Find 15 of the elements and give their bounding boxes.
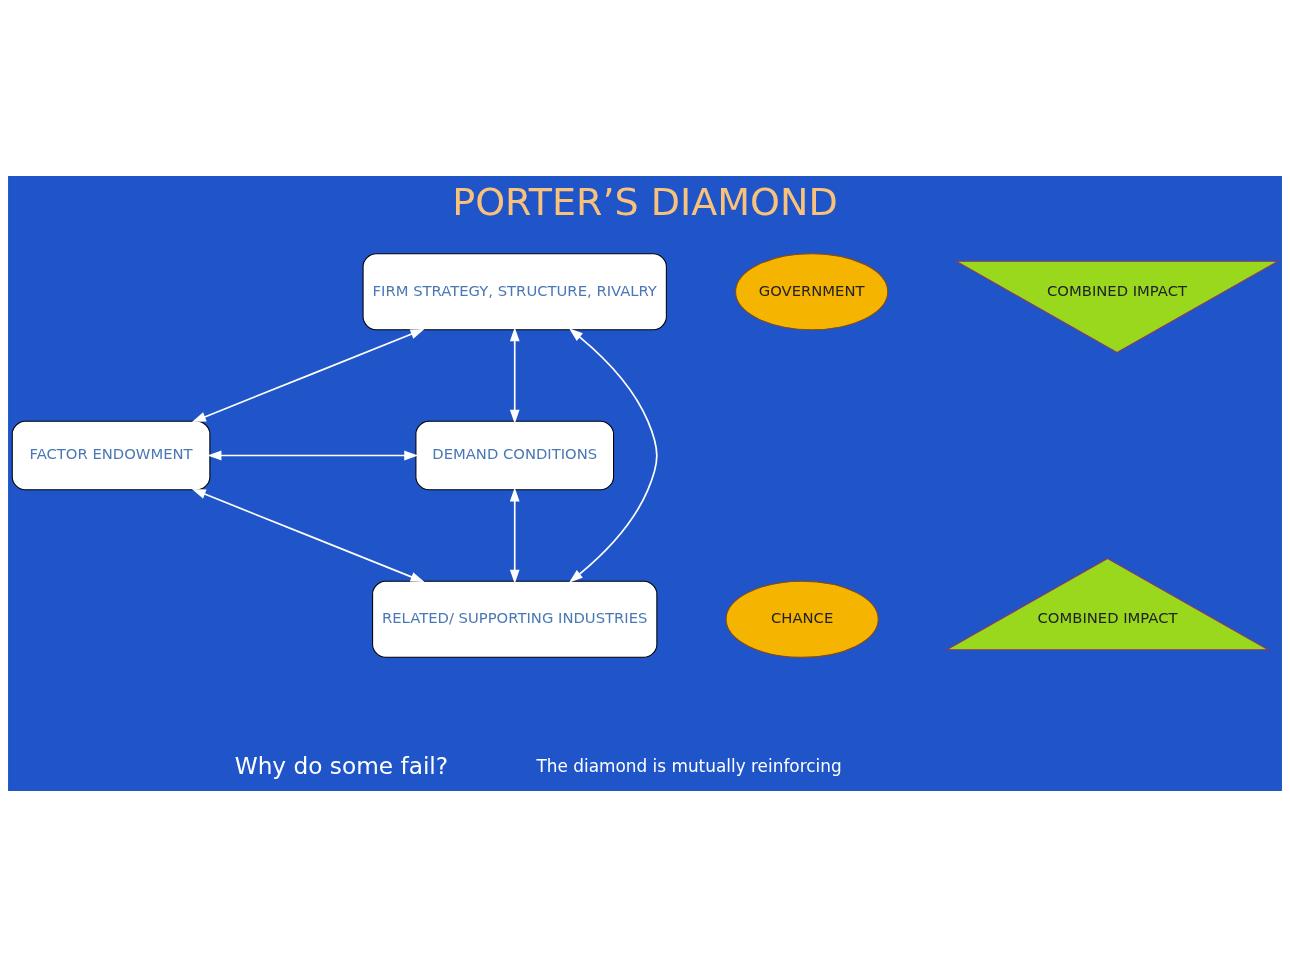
label: Why do some fail? xyxy=(234,751,449,779)
arrow xyxy=(191,488,425,583)
node-box: FACTOR ENDOWMENT xyxy=(11,420,211,491)
node-box: DEMAND CONDITIONS xyxy=(415,420,615,491)
node-ellipse: GOVERNMENT xyxy=(735,253,889,331)
arrow xyxy=(509,327,520,424)
arrow xyxy=(568,328,658,583)
arrow xyxy=(509,487,520,584)
node-ellipse: CHANCE xyxy=(725,580,879,658)
diagram-title: PORTER’S DIAMOND xyxy=(452,179,838,224)
node-box: RELATED/ SUPPORTING INDUSTRIES xyxy=(372,580,658,658)
node-box: FIRM STRATEGY, STRUCTURE, RIVALRY xyxy=(362,253,667,331)
arrow xyxy=(191,328,425,423)
arrow xyxy=(207,450,419,461)
caption: The diamond is mutually reinforcing xyxy=(536,755,842,776)
